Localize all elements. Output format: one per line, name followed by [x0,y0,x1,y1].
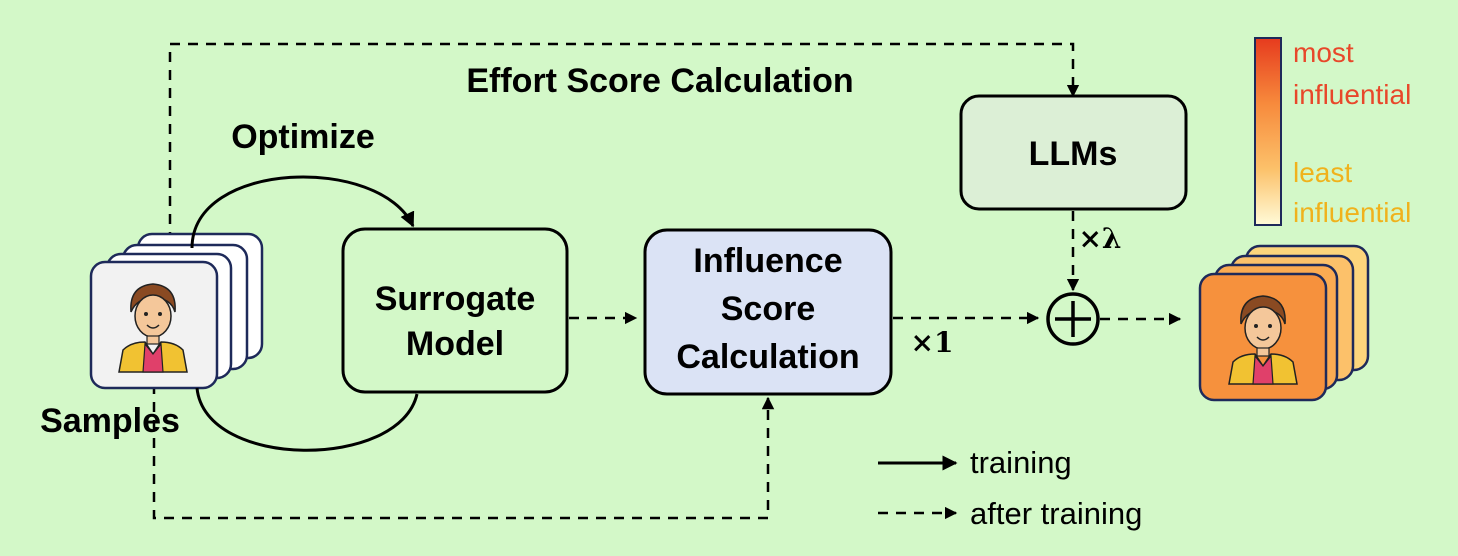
optimize-arrow-top [190,175,415,249]
weight-one-label: ×1 [911,326,954,359]
surrogate-label-line1: Surrogate [375,280,536,318]
influence-label-line2: Score [721,290,816,328]
llms-label: LLMs [1029,135,1118,173]
influence-label-line3: Calculation [676,338,859,376]
surrogate-label-line2: Model [406,325,504,363]
influence-score-box [643,228,893,396]
colorbar-least-line1: least [1293,157,1352,188]
legend-training-label: training [970,445,1072,480]
colorbar-most-line1: most [1293,37,1354,68]
dashed-arrow-samples-to-influence [152,366,775,520]
llms-box [959,94,1188,211]
influence-colorbar [1254,37,1282,226]
colorbar-most-line2: influential [1293,79,1411,110]
legend-after-training-label: after training [970,496,1142,531]
samples-label: Samples [40,402,180,440]
optimize-arrow-bottom [195,387,419,452]
samples-stack [89,232,264,390]
optimize-label: Optimize [231,118,375,156]
surrogate-model-box [341,227,569,394]
effort-score-title: Effort Score Calculation [466,62,853,100]
colorbar-least-line2: influential [1293,197,1411,228]
influence-label-line1: Influence [693,242,842,280]
ranked-samples-stack [1198,244,1370,402]
weight-lambda-label: ×λ [1078,222,1121,255]
dashed-arrow-samples-to-llms [168,42,1080,260]
circled-plus-icon [1046,292,1100,346]
